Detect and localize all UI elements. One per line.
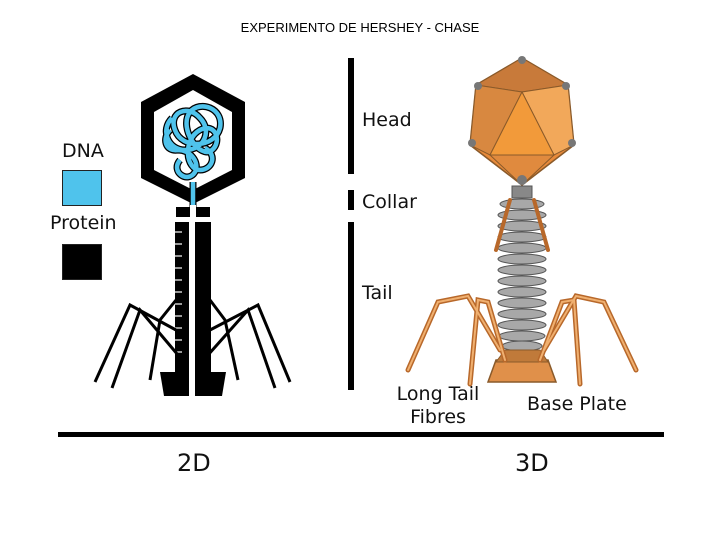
- legend-dna-swatch: [62, 170, 102, 206]
- caption-3d: 3D: [515, 449, 549, 477]
- label-long-tail-fibres-line1: Long Tail: [396, 383, 480, 405]
- phage-2d-tail-fibres: [93, 299, 292, 389]
- collar-bar: [348, 190, 354, 210]
- caption-2d: 2D: [177, 449, 211, 477]
- label-long-tail-fibres-line2: Fibres: [410, 406, 466, 428]
- label-long-tail-fibres: Long Tail Fibres: [382, 383, 494, 429]
- phage-3d: [405, 56, 639, 387]
- phage-3d-tail: [497, 198, 547, 352]
- part-divider-bars: [348, 58, 354, 390]
- label-collar: Collar: [362, 191, 417, 213]
- label-base-plate: Base Plate: [527, 393, 627, 415]
- head-bar: [348, 58, 354, 174]
- label-tail: Tail: [362, 282, 393, 304]
- legend-dna-label: DNA: [62, 140, 104, 162]
- tail-bar: [348, 222, 354, 390]
- slide-title: EXPERIMENTO DE HERSHEY - CHASE: [240, 20, 480, 35]
- baseline-rule: [58, 432, 664, 437]
- phage-3d-collar: [511, 185, 533, 199]
- label-head: Head: [362, 109, 412, 131]
- phage-3d-base-plate: [486, 359, 558, 383]
- phage-2d: [93, 74, 292, 400]
- legend-protein-label: Protein: [50, 212, 117, 234]
- legend-protein-swatch: [62, 244, 102, 280]
